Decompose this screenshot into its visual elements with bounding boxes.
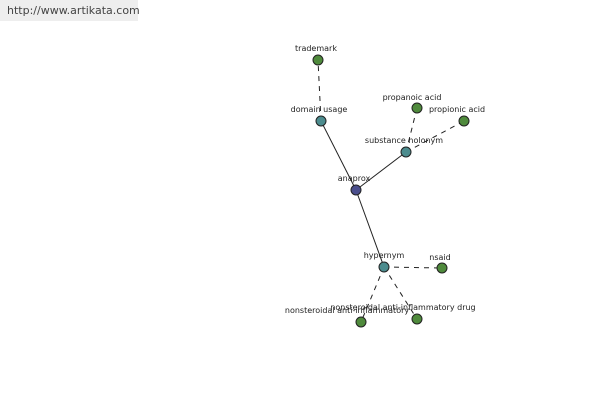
edge-substance-holonym-to-propionic-acid [405,120,465,153]
node-nsaid[interactable] [436,262,448,274]
node-label-propanoic-acid: propanoic acid [383,93,442,102]
edge-hypernym-to-nsaid [383,266,443,269]
node-propanoic-acid[interactable] [411,102,423,114]
edges-layer [317,59,465,323]
edge-substance-holonym-to-propanoic-acid [405,107,418,153]
edge-hypernym-to-nonsteroidal-anti-inflammatory-drug [383,266,418,320]
node-label-propionic-acid: propionic acid [429,105,485,114]
node-label-trademark: trademark [295,44,337,53]
node-label-hypernym: hypernym [364,251,405,260]
node-label-nsaid: nsaid [429,253,450,262]
node-anaprox[interactable] [350,184,362,196]
node-label-anaprox: anaprox [338,174,371,183]
edge-anaprox-to-substance-holonym [355,151,407,191]
node-label-domain-usage: domain usage [291,105,348,114]
node-label-nonsteroidal-anti-inflammatory-drug: nonsteroidal anti-inflammatory drug [330,303,475,312]
node-nonsteroidal-anti-inflammatory[interactable] [355,316,367,328]
node-domain-usage[interactable] [315,115,327,127]
nodes-layer [312,54,470,328]
edge-domain-usage-to-trademark [317,59,322,122]
source-link[interactable]: http://www.artikata.com [0,0,140,21]
node-label-substance-holonym: substance holonym [365,136,443,145]
node-label-nonsteroidal-anti-inflammatory: nonsteroidal anti-inflammatory [285,306,410,315]
node-substance-holonym[interactable] [400,146,412,158]
edge-anaprox-to-domain-usage [320,120,357,191]
node-trademark[interactable] [312,54,324,66]
node-propionic-acid[interactable] [458,115,470,127]
node-hypernym[interactable] [378,261,390,273]
node-nonsteroidal-anti-inflammatory-drug[interactable] [411,313,423,325]
edge-anaprox-to-hypernym [355,189,385,268]
labels-layer: anaprox domain usage trademark substance ho… [285,44,485,315]
